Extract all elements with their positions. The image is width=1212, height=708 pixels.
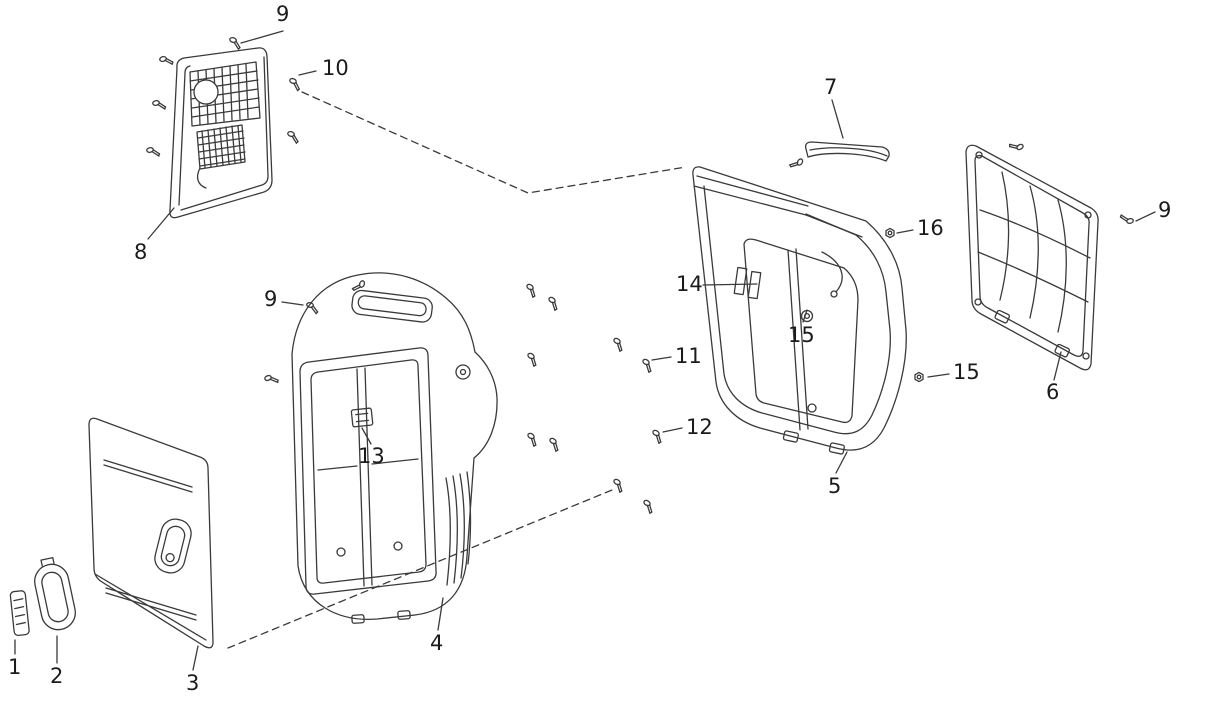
screw-icon: [639, 498, 657, 515]
screw-icon: [1008, 138, 1025, 154]
callout-label-10: 10: [322, 56, 349, 80]
callout-label-15: 15: [953, 360, 980, 384]
screw-icon: [145, 145, 161, 159]
part-6-rear-grille: [965, 144, 1099, 371]
screw-icon: [286, 77, 303, 92]
callout-label-8: 8: [134, 240, 148, 264]
screw-icon: [788, 154, 805, 172]
callout-label-9: 9: [276, 2, 290, 26]
screw-icon: [648, 428, 666, 445]
assembly-alignment-lines: [227, 91, 687, 649]
part-1-terminal: [9, 590, 30, 637]
part-7-cover: [804, 141, 890, 162]
callout-label-14: 14: [676, 272, 703, 296]
part-3-side-panel: [88, 417, 214, 649]
screw-icon: [285, 130, 301, 145]
nut-icon: [914, 371, 924, 383]
part-8-control-panel: [169, 47, 273, 219]
screw-icon: [227, 36, 243, 51]
part-2-bracket: [34, 556, 76, 631]
screw-icon: [151, 98, 167, 112]
screw-icon: [1119, 212, 1135, 226]
callout-label-15: 15: [788, 323, 815, 347]
screw-icon: [263, 372, 280, 387]
callout-label-9: 9: [1158, 198, 1172, 222]
part-4-front-housing: [291, 272, 498, 624]
screw-icon: [523, 351, 541, 368]
callout-label-16: 16: [917, 216, 944, 240]
callout-label-5: 5: [828, 474, 842, 498]
part-5-rear-housing: [692, 166, 907, 455]
callout-label-9: 9: [264, 287, 278, 311]
screw-icon: [544, 295, 562, 312]
nut-icon: [885, 227, 895, 239]
callout-label-12: 12: [686, 415, 713, 439]
grommet-icon: [800, 309, 814, 323]
screw-icon: [545, 436, 563, 453]
callout-leader-lines: [14, 30, 1156, 671]
callout-label-1: 1: [8, 655, 22, 679]
callout-label-4: 4: [430, 631, 444, 655]
screw-icon: [609, 336, 627, 353]
callout-label-3: 3: [186, 671, 200, 695]
callout-label-2: 2: [50, 664, 64, 688]
callout-label-13: 13: [358, 444, 385, 468]
screw-icon: [523, 431, 541, 448]
part-13-clip: [350, 407, 374, 428]
screw-icon: [522, 282, 540, 299]
screw-icon: [158, 53, 174, 68]
callout-label-7: 7: [824, 75, 838, 99]
callout-label-11: 11: [675, 344, 702, 368]
callout-label-6: 6: [1046, 380, 1060, 404]
screw-icon: [609, 477, 627, 494]
